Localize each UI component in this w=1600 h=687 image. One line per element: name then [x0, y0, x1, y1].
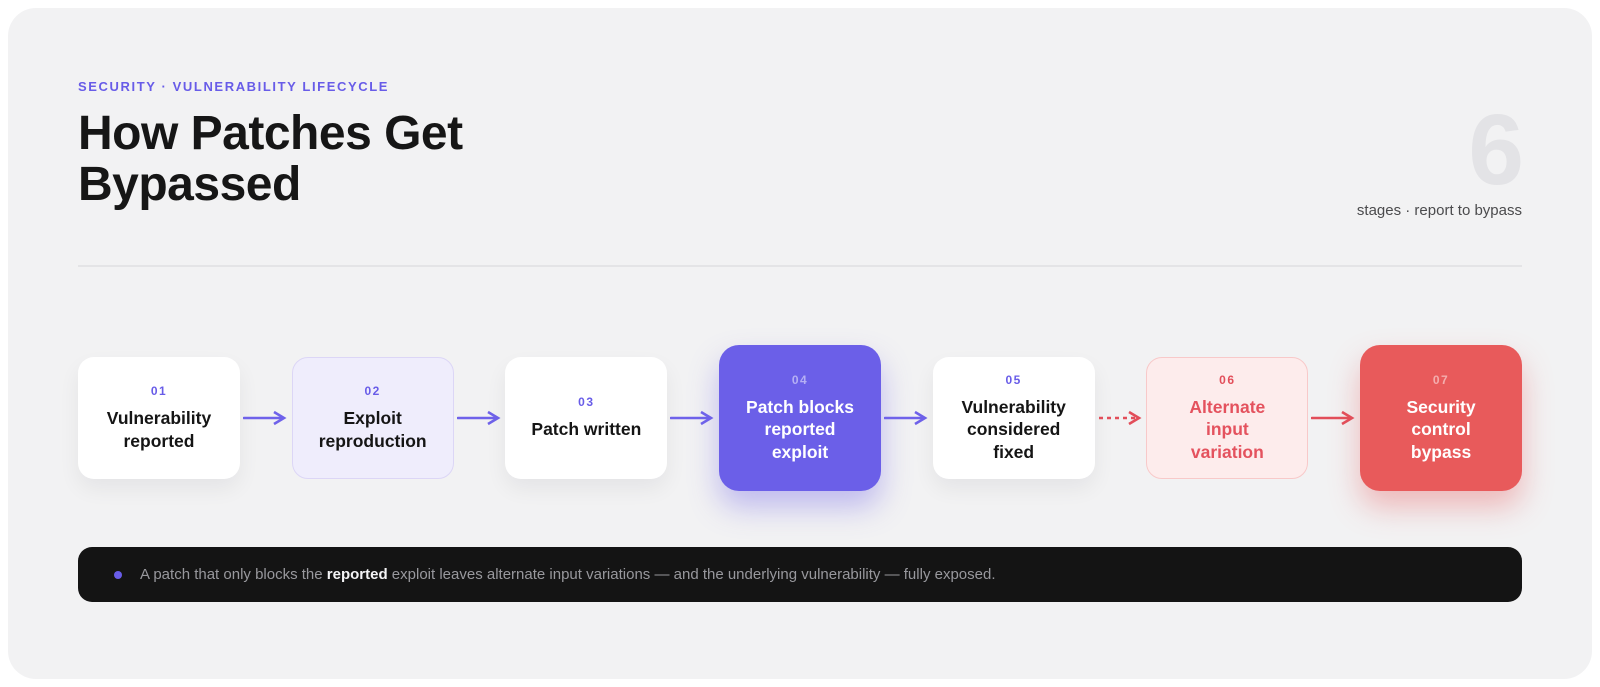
stage-label: Vulnerability considered fixed	[961, 396, 1066, 462]
purple-solid-arrow-icon	[881, 410, 933, 426]
stage-number: 03	[578, 395, 595, 410]
purple-solid-arrow-icon	[454, 410, 506, 426]
stage-number: 05	[1005, 372, 1022, 387]
footnote-suffix: exploit leaves alternate input variation…	[387, 566, 996, 583]
flow-stage-01: 01 Vulnerability reported	[78, 357, 240, 479]
flow-stage-07: 07 Security control bypass	[1360, 345, 1523, 491]
stage-number: 04	[791, 372, 809, 387]
stage-label: Alternate input variation	[1189, 396, 1266, 462]
lifecycle-flow: 01 Vulnerability reported 02 Exploit rep…	[78, 345, 1523, 491]
flow-stage-06: 06 Alternate input variation	[1146, 357, 1309, 479]
header-divider	[78, 265, 1522, 267]
stage-label: Exploit reproduction	[318, 408, 427, 451]
footnote-text: A patch that only blocks the reported ex…	[140, 566, 996, 583]
page-title-line1: How Patches Get	[78, 107, 463, 160]
purple-solid-arrow-icon	[667, 410, 719, 426]
stage-count-stat: 6 stages · report to bypass	[1356, 94, 1524, 219]
stage-number: 06	[1219, 372, 1236, 387]
red-solid-arrow-icon	[1308, 410, 1360, 426]
red-dashed-arrow-icon	[1095, 410, 1147, 426]
stage-number: 01	[150, 384, 168, 399]
page-title-line2: Bypassed	[78, 158, 301, 212]
footnote-prefix: A patch that only blocks the	[140, 566, 327, 583]
flow-stage-02: 02 Exploit reproduction	[291, 357, 454, 479]
page-content: SECURITY · VULNERABILITY LIFECYCLE How P…	[8, 79, 1592, 602]
stage-label: Patch blocks reported exploit	[746, 396, 854, 462]
bullet-dot-icon	[114, 570, 122, 579]
footnote-highlight: reported	[326, 566, 388, 583]
flow-stage-03: 03 Patch written	[505, 357, 668, 479]
eyebrow-label: SECURITY · VULNERABILITY LIFECYCLE	[78, 79, 390, 94]
stage-number: 07	[1432, 372, 1450, 387]
stage-label: Security control bypass	[1406, 396, 1476, 462]
stage-label: Patch written	[531, 419, 642, 440]
stage-count-value: 6	[1468, 94, 1524, 206]
stage-number: 02	[364, 384, 381, 399]
page-panel: SECURITY · VULNERABILITY LIFECYCLE How P…	[8, 8, 1592, 679]
flow-stage-05: 05 Vulnerability considered fixed	[932, 357, 1095, 479]
stage-count-caption: stages · report to bypass	[1356, 202, 1522, 219]
flow-stage-04: 04 Patch blocks reported exploit	[719, 345, 882, 491]
footnote-bar: A patch that only blocks the reported ex…	[78, 547, 1522, 602]
stage-label: Vulnerability reported	[106, 408, 212, 451]
purple-solid-arrow-icon	[240, 410, 292, 426]
